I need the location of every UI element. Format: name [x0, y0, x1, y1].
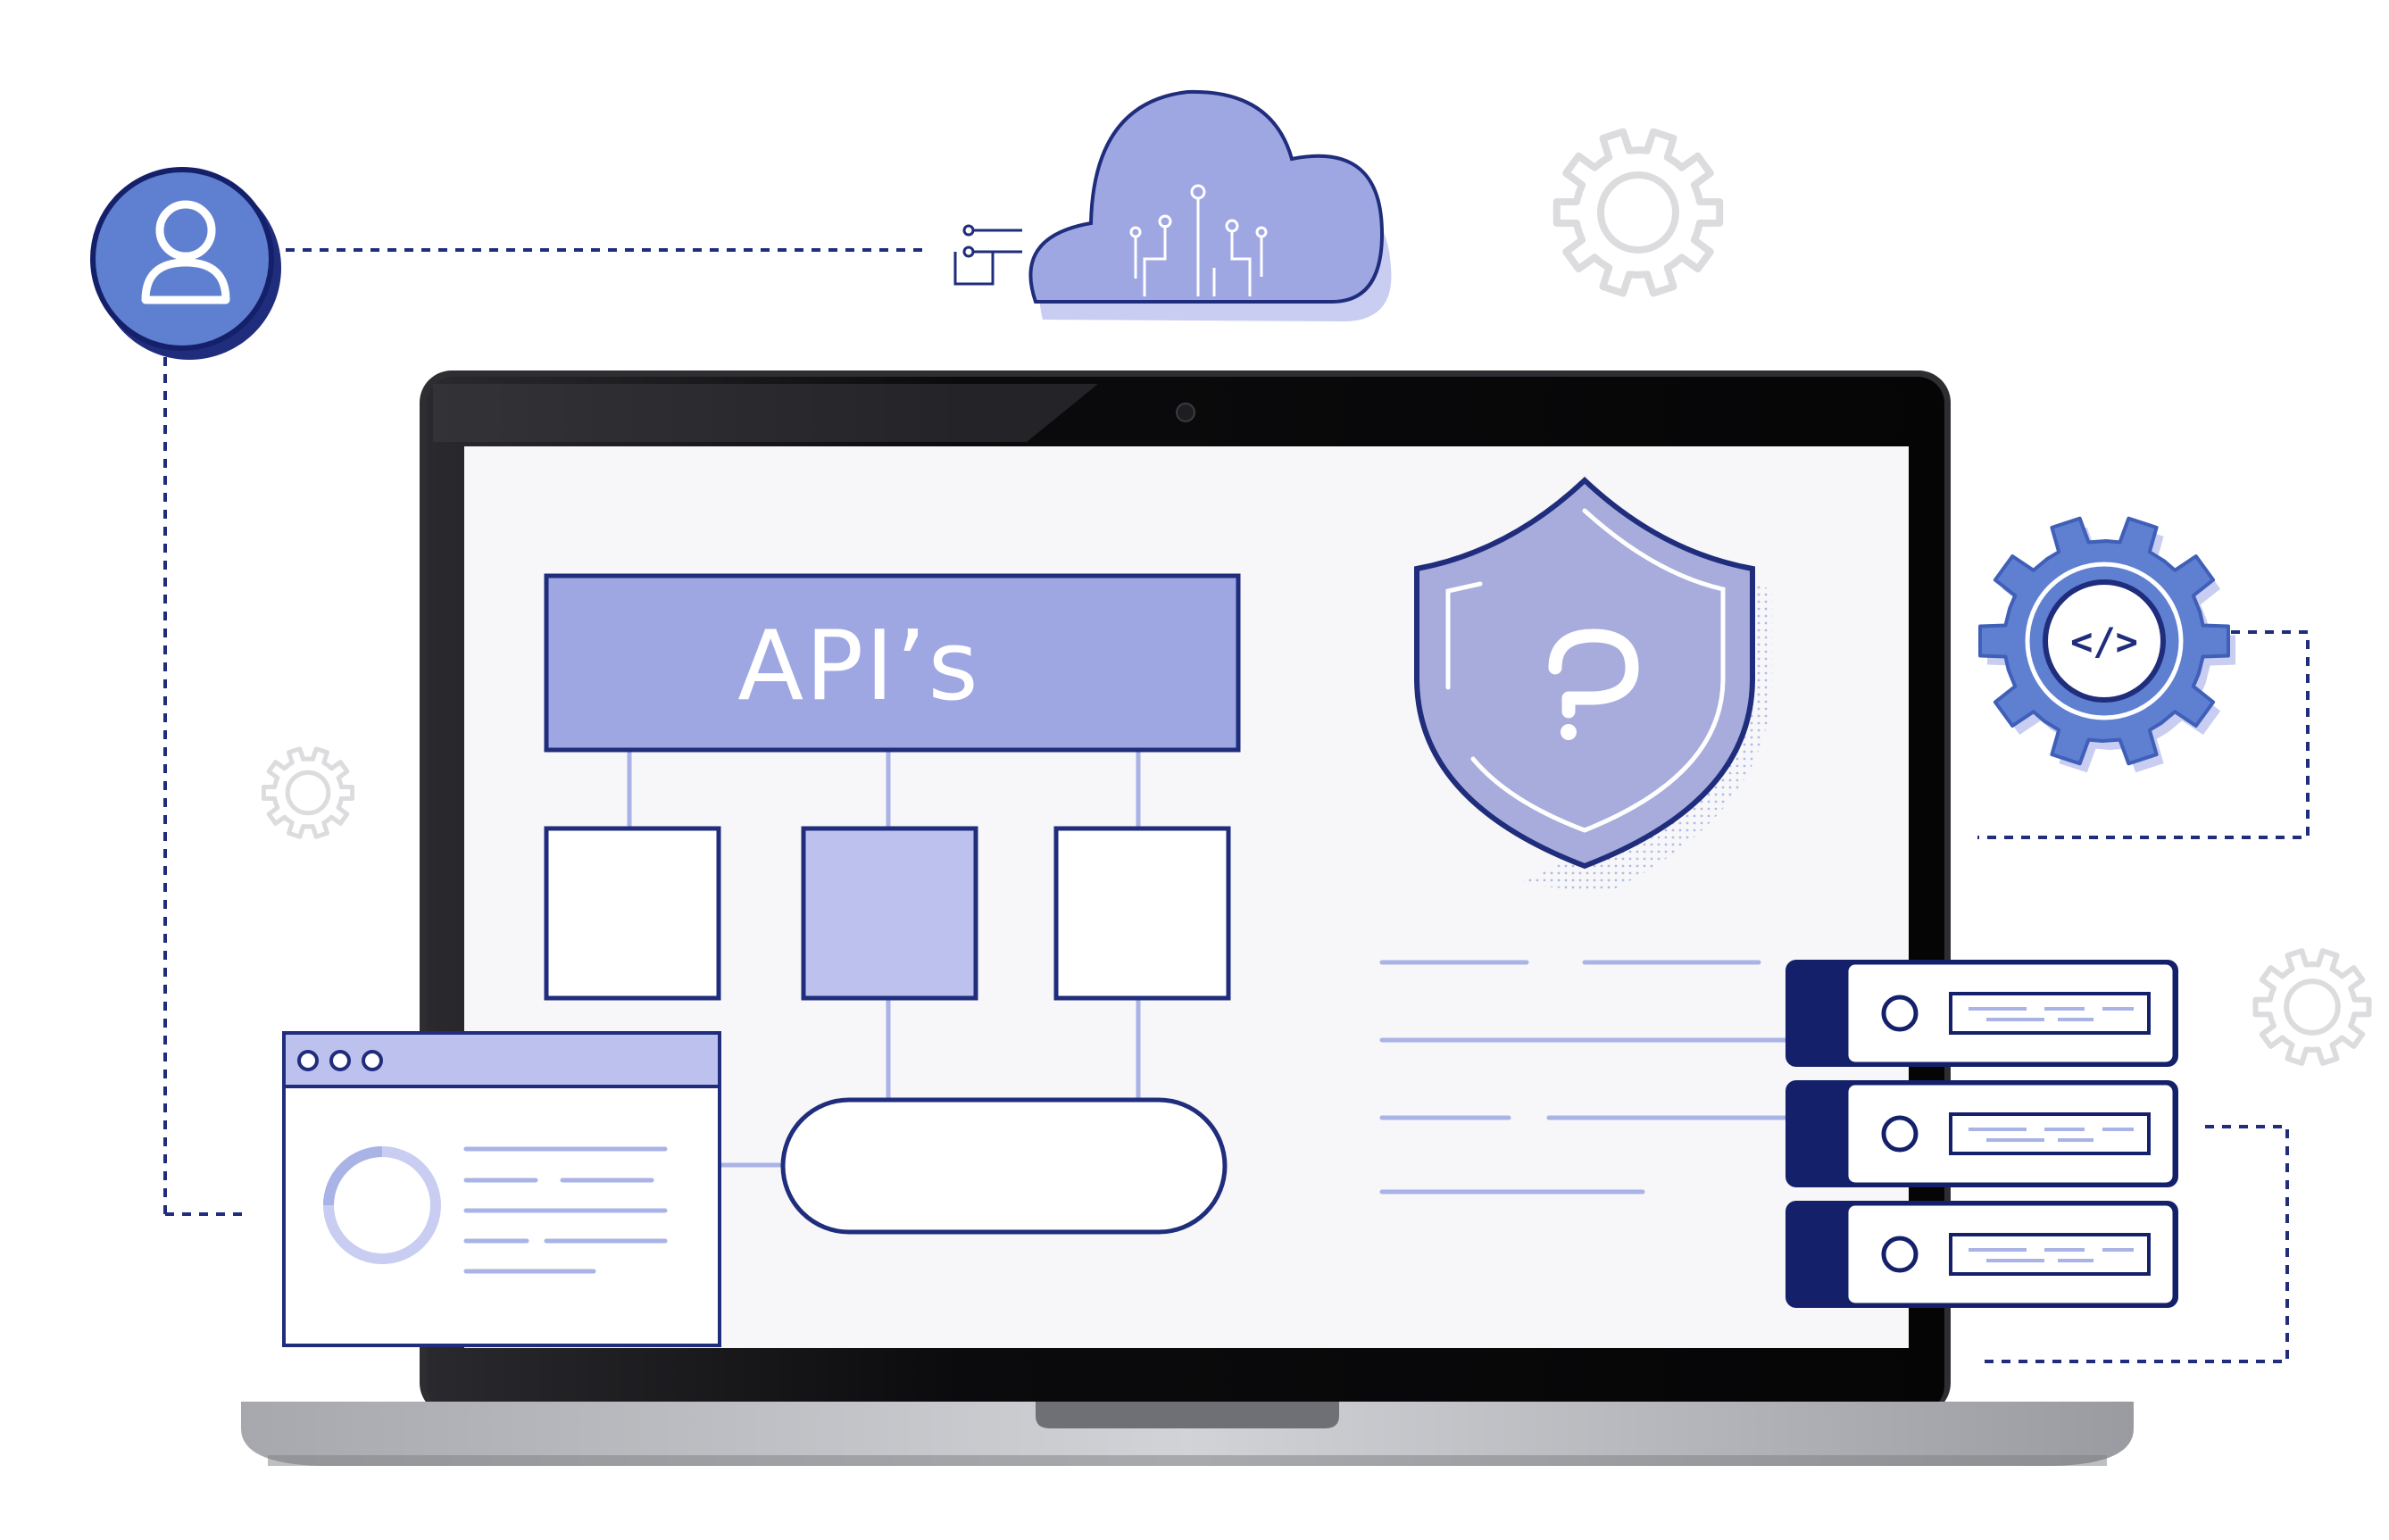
window-dot-2 [329, 1050, 351, 1071]
connector-gear [1977, 630, 2310, 839]
server-unit [1786, 960, 2178, 1067]
api-node-middle [801, 826, 978, 1001]
cloud-icon [953, 89, 1392, 321]
api-diagram: API’s [544, 573, 1241, 1235]
user-icon [90, 167, 281, 360]
bezel-glare [433, 384, 1098, 442]
cloud-connector [953, 224, 1022, 286]
question-mark-dot [1561, 724, 1577, 740]
gear-icon [1552, 128, 1724, 297]
connector-lines [163, 248, 2310, 1363]
window-titlebar [282, 1031, 721, 1088]
cloud-circuit [1129, 184, 1268, 296]
question-mark [1548, 628, 1639, 719]
api-endpoint-pill [780, 1097, 1228, 1235]
diagram-lines [627, 750, 1141, 1168]
api-node-right [1053, 826, 1231, 1001]
shield-question-icon [1414, 476, 1772, 893]
avatar-head [155, 200, 216, 261]
laptop-base-shadow [268, 1455, 2107, 1466]
avatar-body [141, 258, 230, 304]
window-dot-1 [297, 1050, 319, 1071]
api-node-left [544, 826, 721, 1001]
connector-server [1977, 1125, 2289, 1363]
gear-code-label: </> [2070, 620, 2138, 663]
laptop-notch [1036, 1402, 1339, 1428]
server-icon [1786, 960, 2178, 1308]
gear-icon [261, 746, 355, 839]
code-gear-icon: </> [1978, 516, 2235, 773]
server-unit [1786, 1080, 2178, 1187]
window-ring-accent [323, 1146, 383, 1206]
cloud-body [1028, 89, 1385, 304]
shield-body [1414, 476, 1755, 870]
api-title: API’s [737, 611, 979, 722]
server-unit [1786, 1201, 2178, 1308]
screen-text-lines [1379, 960, 1797, 1195]
browser-window-icon [282, 1031, 721, 1347]
webcam [1176, 403, 1195, 422]
shield-inner-line [1470, 508, 1726, 833]
shield-inner-line-left [1445, 581, 1483, 690]
api-header-box [544, 573, 1241, 753]
window-text-lines [463, 1146, 668, 1274]
gear-icon [2252, 948, 2372, 1066]
window-dot-3 [362, 1050, 383, 1071]
laptop-base [241, 1402, 2134, 1466]
